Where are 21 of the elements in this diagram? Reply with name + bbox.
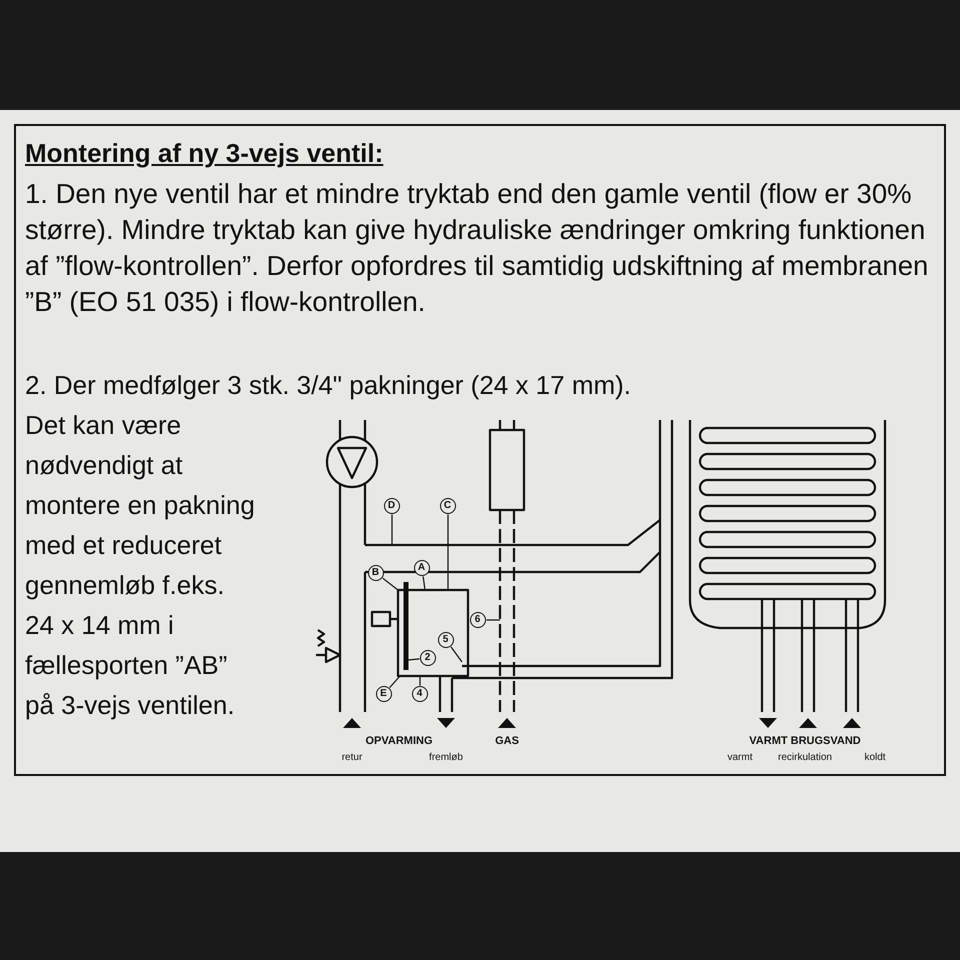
pipe-label: recirkulation: [778, 752, 832, 763]
paragraph: 2. Der medfølger 3 stk. 3/4" pakninger (24 x 17 mm).: [25, 370, 632, 401]
pipe-label: OPVARMING: [365, 735, 433, 747]
pipe-label: VARMT BRUGSVAND: [749, 735, 861, 747]
pipe-label: GAS: [495, 735, 519, 747]
leader-line: [486, 619, 500, 621]
heading: Montering af ny 3-vejs ventil:: [25, 138, 384, 169]
leader-line: [391, 514, 393, 545]
pipe-label: retur: [342, 752, 362, 763]
leader-line: [419, 676, 421, 686]
pipe-label: koldt: [864, 752, 886, 763]
leader-line: [389, 676, 400, 688]
pipe-label: varmt: [728, 752, 752, 763]
leader-line: [422, 576, 426, 590]
leader-line: [450, 646, 462, 662]
leader-line: [447, 514, 449, 590]
leader-line: [382, 578, 398, 590]
paragraph: 1. Den nye ventil har et mindre tryktab end den gamle ventil (flow er 30% større). Mindre tryktab kan give hydrauliske ændringer omkring funktionen af ”flow-kontrollen”. Derfor opfordres til samtidig udskiftning af membranen ”B” (EO 51 035) i flow-kontrollen.: [25, 177, 930, 319]
leader-line: [408, 658, 420, 661]
note-text: Det kan være nødvendigt at montere en pakning med et reduceret gennemløb f.eks. 24 x 14 mm i fællesporten ”AB” på 3-vejs ventilen.: [25, 409, 256, 722]
pipe-label: fremløb: [429, 752, 463, 763]
